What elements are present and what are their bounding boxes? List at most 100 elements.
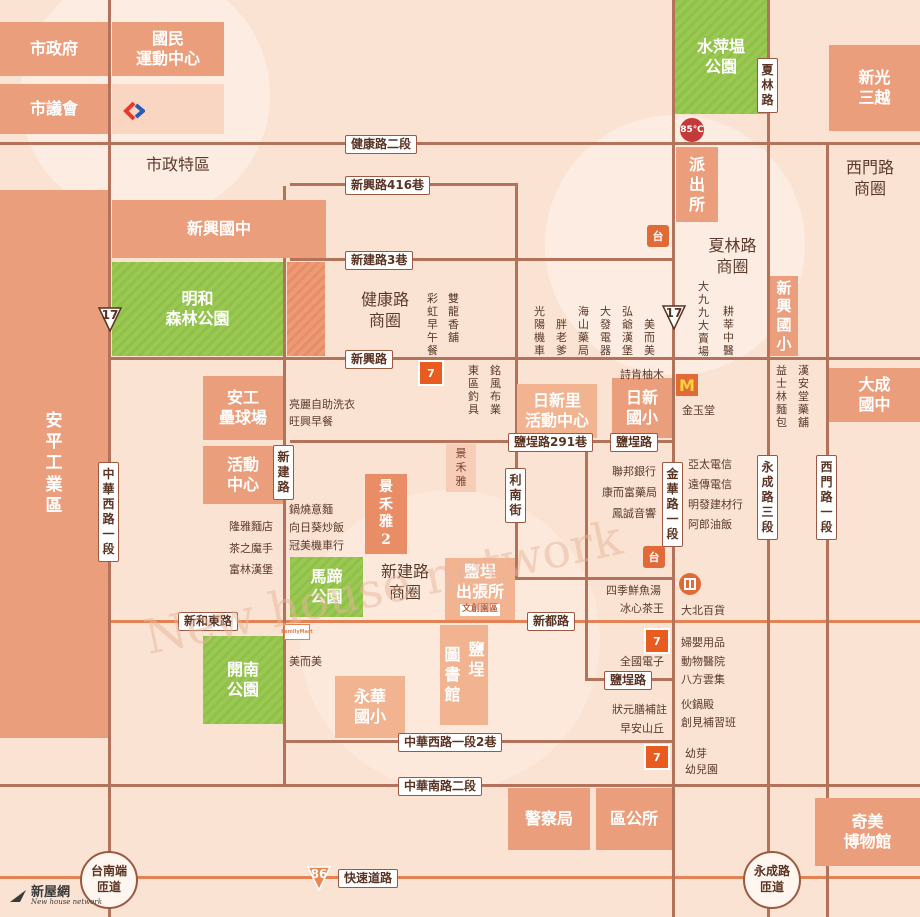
road-linan-bottom — [518, 577, 675, 580]
road-label-zhonghua-west1: 中華西路一段 — [98, 462, 119, 562]
road-label-ximen1: 西門路一段 — [816, 455, 837, 540]
block-jingheya2: 景 禾 雅 2 — [365, 474, 407, 554]
yongcheng-ramp-interchange: 永成路 匝道 — [743, 851, 801, 909]
block-city-hall: 市政府 — [0, 22, 108, 76]
block-striped — [287, 262, 325, 356]
block-district-office: 區公所 — [596, 788, 672, 850]
road-expressway — [0, 876, 920, 879]
area-xinjian-circle: 新建路 商圈 — [380, 562, 429, 602]
poi-hongye: 弘爺漢堡 — [622, 305, 633, 357]
yanqiao-office-name: 鹽埕 出張所 — [455, 562, 504, 602]
block-anping-industrial: 安 平 工 業 區 — [0, 190, 108, 738]
bank-taiwan-icon: 台 — [647, 225, 669, 247]
poi-quanguo: 全國電子 — [620, 655, 664, 668]
block-shin-kong: 新光 三越 — [829, 45, 920, 131]
poi-meierme: 美而美 — [644, 318, 655, 357]
block-library: 圖 書 館 鹽 埕 — [440, 625, 488, 725]
poi-guanmei: 冠美機車行 — [289, 539, 344, 552]
area-civic-district: 市政特區 — [145, 155, 210, 174]
road-label-jiankang2: 健康路二段 — [345, 135, 418, 154]
poi-caihong: 彩虹早午餐 — [427, 292, 438, 357]
poi-dajiujiu: 大九九大賣場 — [698, 280, 709, 358]
poi-fengcheng: 鳳誠音響 — [612, 507, 656, 520]
block-activity-center: 活動 中心 — [203, 446, 283, 504]
road-yanqiao-v — [585, 443, 588, 681]
road-label-xinxing416: 新興路416巷 — [345, 176, 431, 195]
road-linan — [515, 183, 518, 580]
road-label-xinjian-v: 新建路 — [273, 445, 294, 500]
road-jiankang — [0, 142, 920, 145]
road-xindu — [0, 620, 920, 623]
poi-dabei: 大北百貨 — [681, 604, 725, 617]
block-yanqiao-office: 鹽埕 出張所 文創園區 — [445, 558, 515, 620]
poi-fuying: 婦嬰用品 — [681, 636, 725, 649]
block-police-bureau: 警察局 — [508, 788, 590, 850]
poi-meierme2: 美而美 — [289, 655, 322, 668]
block-angong-field: 安工 壘球場 — [203, 376, 283, 440]
road-label-jinhua1: 金華路一段 — [662, 462, 683, 547]
road-label-zhonghua-lane: 中華西路一段2巷 — [398, 733, 503, 752]
poi-shuanglong: 雙龍香舖 — [448, 292, 459, 344]
block-police-post: 派 出 所 — [676, 147, 718, 222]
mcdonalds-icon: M — [676, 374, 698, 396]
route-86-shield: 86 — [306, 865, 332, 891]
block-matee-park: 馬蹄 公園 — [290, 557, 363, 617]
road-label-yongcheng3: 永成路三段 — [757, 455, 778, 540]
block-jingheya: 景 禾 雅 — [446, 444, 476, 492]
poi-bingxin: 冰心茶王 — [620, 602, 664, 615]
poi-zaoan: 早安山丘 — [620, 722, 664, 735]
pxmart-icon — [679, 573, 701, 595]
poi-dafa: 大發電器 — [600, 305, 611, 357]
poi-youya: 幼芽 幼兒園 — [685, 747, 718, 776]
poi-siji: 四季鮮魚湯 — [606, 584, 661, 597]
site-logo: 新屋網 New house network — [8, 886, 102, 906]
seven-eleven-icon-3: 7 — [644, 744, 670, 770]
seven-eleven-icon-2: 7 — [644, 628, 670, 654]
poi-gengxin: 耕莘中醫 — [723, 305, 734, 357]
poi-huoguo: 伙鍋殿 — [681, 698, 714, 711]
poi-guoshao: 鍋燒意麵 — [289, 503, 333, 516]
poi-hanan: 漢安堂藥舖 — [798, 364, 809, 429]
road-label-yanqiao-a: 鹽埕路 — [610, 433, 659, 452]
block-xinxing-junior: 新興國中 — [112, 200, 326, 258]
poi-mingfa: 明發建材行 — [688, 498, 743, 511]
block-kainan-park: 開南 公園 — [203, 636, 283, 724]
block-rixin-elementary: 日新 國小 — [612, 378, 672, 438]
poi-shikenyu: 詩肯柚木 — [620, 368, 664, 381]
block-minghe-park: 明和 森林公園 — [112, 262, 283, 356]
poi-xiangrikui: 向日葵炒飯 — [289, 521, 344, 534]
road-zhonghua-west — [108, 0, 111, 917]
road-label-linan: 利南街 — [505, 468, 526, 523]
road-label-xinxing: 新興路 — [345, 350, 394, 369]
poi-zhuangyuan: 狀元膳補註 — [612, 703, 667, 716]
poi-dongqu: 東區釣具 — [468, 364, 479, 416]
block-city-council: 市議會 — [0, 84, 108, 134]
poi-dongwu: 動物醫院 — [681, 655, 725, 668]
block-yonghua-elementary: 永華 國小 — [335, 676, 405, 738]
block-chimei-museum: 奇美 博物館 — [815, 798, 920, 866]
poi-jinyutang: 金玉堂 — [682, 404, 715, 417]
road-label-xinhe-east: 新和東路 — [178, 612, 239, 631]
area-ximen-circle: 西門路 商圈 — [845, 158, 894, 198]
poi-yatai: 亞太電信 — [688, 458, 732, 471]
logo-name: 新屋網 — [31, 885, 71, 900]
road-label-yanqiao-b: 鹽埕路 — [604, 671, 653, 690]
poi-fulinhanbao: 富林漢堡 — [229, 563, 273, 576]
area-xialin-circle: 夏林路 商圈 — [708, 236, 757, 276]
poi-mingfeng: 銘風布業 — [490, 364, 501, 416]
road-label-yanqiao291: 鹽埕路291巷 — [508, 433, 594, 452]
road-xinxing — [0, 357, 920, 360]
poi-chuangjian: 創見補習班 — [681, 716, 736, 729]
poi-lianbang: 聯邦銀行 — [612, 465, 656, 478]
poi-alang: 阿郎油飯 — [688, 518, 732, 531]
route-17-shield-west: 17 — [97, 306, 123, 332]
road-label-xindu: 新都路 — [527, 612, 576, 631]
road-yanqiao291 — [290, 440, 675, 443]
block-rixinli-center: 日新里 活動中心 — [517, 384, 597, 438]
block-shuiping-park: 水萍塭 公園 — [675, 0, 767, 114]
poi-yishi: 益士林麵包 — [776, 364, 787, 429]
block-dacheng-junior: 大成 國中 — [829, 368, 920, 422]
poi-longya: 隆雅麵店 — [229, 520, 273, 533]
seven-eleven-icon: 7 — [418, 360, 444, 386]
